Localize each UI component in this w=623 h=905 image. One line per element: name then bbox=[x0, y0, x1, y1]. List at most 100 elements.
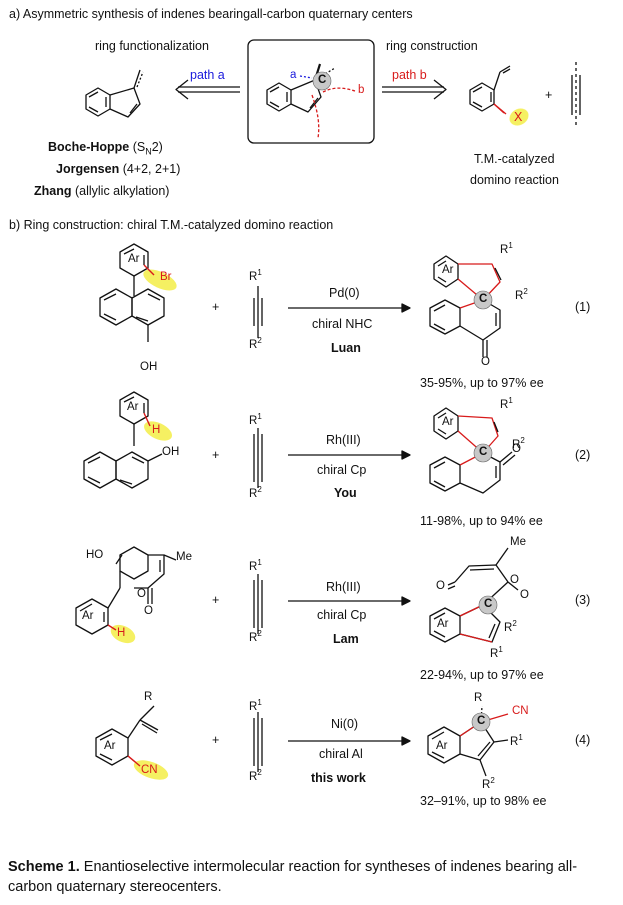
r2-p3: R2 bbox=[504, 619, 517, 634]
tm-line2: domino reaction bbox=[470, 173, 559, 187]
ref-jorgensen: Jorgensen (4+2, 2+1) bbox=[56, 162, 181, 176]
yield-2: 11-98%, up to 94% ee bbox=[420, 514, 543, 528]
r2-p2: R2 bbox=[512, 436, 525, 451]
author-2: You bbox=[334, 486, 357, 500]
author-3: Lam bbox=[333, 632, 359, 646]
section-b-title: b) Ring construction: chiral T.M.-cataly… bbox=[9, 218, 334, 232]
quat-center-3 bbox=[478, 595, 498, 615]
o-ring-3: O bbox=[137, 588, 146, 600]
br-label: Br bbox=[160, 271, 172, 283]
bond-b-label: b bbox=[358, 84, 365, 96]
yield-3: 22-94%, up to 97% ee bbox=[420, 668, 544, 682]
o-carbonyl-3: O bbox=[144, 605, 153, 617]
r1-1: R1 bbox=[249, 268, 262, 283]
r1-p2: R1 bbox=[500, 396, 513, 411]
quat-center-2 bbox=[473, 443, 493, 463]
ar-p4: Ar bbox=[436, 740, 448, 752]
h-label-2: H bbox=[152, 424, 161, 436]
ligand-1: chiral NHC bbox=[312, 317, 373, 331]
ligand-3: chiral Cp bbox=[317, 608, 367, 622]
plus-2: + bbox=[212, 448, 220, 462]
quat-center-4 bbox=[471, 712, 491, 732]
r1-3: R1 bbox=[249, 558, 262, 573]
plus-1: + bbox=[212, 300, 220, 314]
o-ring-p3: O bbox=[510, 574, 519, 586]
o-p1: O bbox=[481, 356, 490, 368]
ref-boche-hoppe: Boche-Hoppe (SN2) bbox=[48, 140, 163, 157]
tm-line1: T.M.-catalyzed bbox=[474, 152, 555, 166]
r1-p1: R1 bbox=[500, 241, 513, 256]
ar-3: Ar bbox=[82, 610, 94, 622]
c-p2: C bbox=[479, 446, 488, 458]
r1-p3: R1 bbox=[490, 645, 503, 660]
ring-construction-label: ring construction bbox=[386, 39, 478, 53]
yield-4: 32–91%, up to 98% ee bbox=[420, 794, 547, 808]
cn-highlight bbox=[133, 760, 169, 780]
author-1: Luan bbox=[331, 341, 361, 355]
c-p4: C bbox=[477, 715, 486, 727]
caption-text: Enantioselective intermolecular reaction… bbox=[8, 859, 578, 895]
ar-p3: Ar bbox=[437, 618, 449, 630]
x-label: X bbox=[514, 110, 523, 124]
path-b-label: path b bbox=[392, 68, 427, 82]
scheme-caption: Scheme 1. Enantioselective intermolecula… bbox=[8, 857, 616, 897]
eq-num-4: (4) bbox=[575, 733, 591, 747]
plus-3: + bbox=[212, 593, 220, 607]
h-highlight-3 bbox=[110, 624, 136, 644]
eq-num-1: (1) bbox=[575, 300, 591, 314]
h-label-3: H bbox=[117, 627, 126, 639]
eq-num-3: (3) bbox=[575, 593, 591, 607]
ar-p1: Ar bbox=[442, 264, 454, 276]
r2-3: R2 bbox=[249, 629, 262, 644]
quat-center-a bbox=[312, 71, 332, 91]
r2-2: R2 bbox=[249, 485, 262, 500]
quat-center-1 bbox=[473, 290, 493, 310]
section-a-title: a) Asymmetric synthesis of indenes beari… bbox=[9, 7, 413, 21]
r2-4: R2 bbox=[249, 768, 262, 783]
oh-2: OH bbox=[162, 446, 180, 458]
eq-num-2: (2) bbox=[575, 448, 591, 462]
cn-p4: CN bbox=[512, 705, 529, 717]
r2-p4: R2 bbox=[482, 776, 495, 791]
author-4: this work bbox=[311, 771, 366, 785]
r-4: R bbox=[144, 691, 153, 703]
r1-4: R1 bbox=[249, 698, 262, 713]
me-p3: Me bbox=[510, 536, 526, 548]
r2-1: R2 bbox=[249, 336, 262, 351]
h-highlight-2 bbox=[143, 421, 173, 441]
plus-a: + bbox=[545, 88, 553, 102]
bond-a-label: a bbox=[290, 69, 297, 81]
center-c-label: C bbox=[318, 74, 327, 86]
cat-4: Ni(0) bbox=[331, 717, 359, 731]
c-p3: C bbox=[484, 598, 493, 610]
yield-1: 35-95%, up to 97% ee bbox=[420, 376, 544, 390]
ref-zhang: Zhang (allylic alkylation) bbox=[34, 184, 170, 198]
o-p2: O bbox=[512, 443, 521, 455]
caption-label: Scheme 1. bbox=[8, 859, 80, 875]
r1-p4: R1 bbox=[510, 733, 523, 748]
oh-1: OH bbox=[140, 361, 158, 373]
cat-1: Pd(0) bbox=[329, 286, 360, 300]
ar-1: Ar bbox=[128, 253, 140, 265]
cat-2: Rh(III) bbox=[326, 433, 361, 447]
c-p1: C bbox=[479, 293, 488, 305]
ho-3: HO bbox=[86, 549, 104, 561]
ar-p2: Ar bbox=[442, 416, 454, 428]
cn-label: CN bbox=[141, 764, 158, 776]
r2-p1: R2 bbox=[515, 287, 528, 302]
ligand-4: chiral Al bbox=[319, 747, 363, 761]
ligand-2: chiral Cp bbox=[317, 463, 367, 477]
path-a-label: path a bbox=[190, 68, 225, 82]
ar-2: Ar bbox=[127, 401, 139, 413]
br-highlight bbox=[143, 269, 177, 291]
cat-3: Rh(III) bbox=[326, 580, 361, 594]
center-box bbox=[247, 39, 375, 144]
r-p4: R bbox=[474, 692, 483, 704]
o-carbonyl-p3: O bbox=[520, 589, 529, 601]
x-highlight bbox=[509, 108, 529, 126]
plus-4: + bbox=[212, 733, 220, 747]
r1-2: R1 bbox=[249, 412, 262, 427]
ar-4: Ar bbox=[104, 740, 116, 752]
ring-functionalization-label: ring functionalization bbox=[95, 39, 209, 53]
